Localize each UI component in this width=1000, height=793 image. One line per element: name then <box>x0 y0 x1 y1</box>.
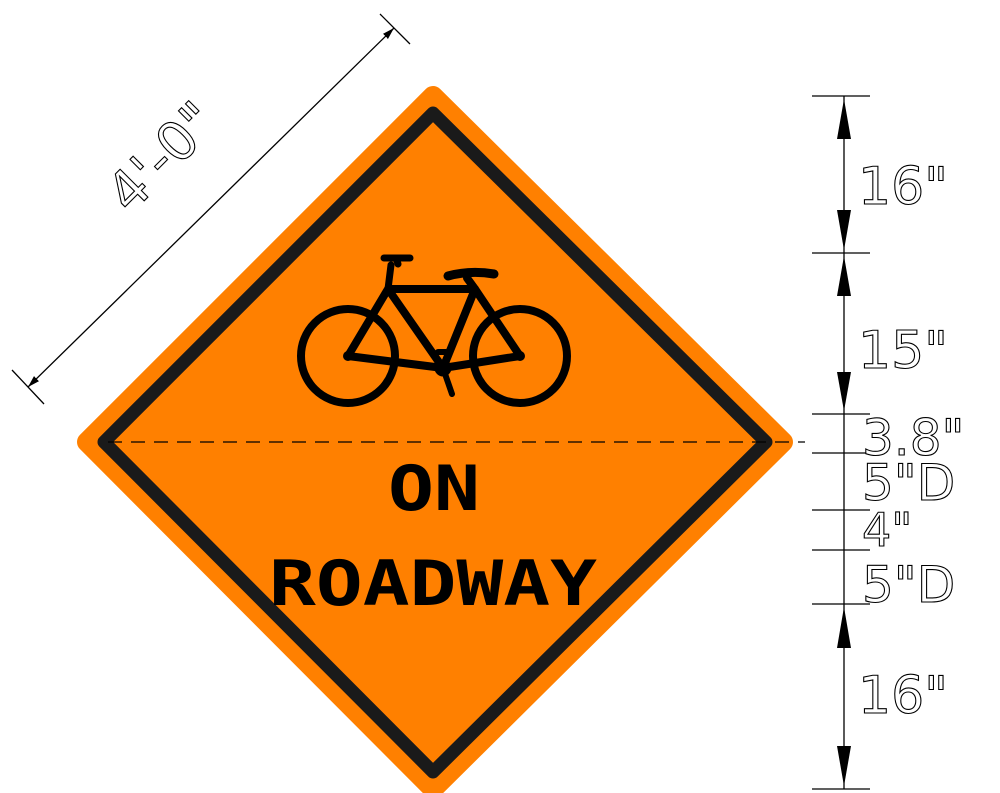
bicycle-pedal <box>435 349 455 397</box>
dim-label-3-8: 3.8" <box>862 409 965 467</box>
arrow-lower-up <box>837 607 851 648</box>
dim-label-16-top: 16" <box>858 157 948 217</box>
front-wheel <box>469 305 571 407</box>
legend-line-roadway: ROADWAY <box>269 547 598 620</box>
extension-line-top <box>379 13 411 45</box>
side-dimension-line <box>27 27 395 388</box>
legend-line-on: ON <box>388 452 480 525</box>
arrow-top-down <box>837 210 851 250</box>
dim-label-15: 15" <box>858 321 948 381</box>
bicycle-fork <box>463 274 479 293</box>
arrow-second-down <box>837 372 851 411</box>
rear-hub <box>343 351 353 361</box>
dim-label-16-bottom: 16" <box>858 666 948 726</box>
bicycle-seat <box>443 267 499 281</box>
arrow-top-up <box>837 99 851 139</box>
arrow-second-up <box>837 256 851 296</box>
dim-label-5d-first: 5"D <box>862 454 955 512</box>
side-length-label: 4'-0" <box>94 89 229 224</box>
front-hub <box>515 351 525 361</box>
dim-label-5d-second: 5"D <box>862 556 955 614</box>
bicycle-seat-post <box>384 261 395 293</box>
dim-label-4: 4" <box>862 503 912 557</box>
vertical-dimensions: 16" 15" 3.8" 5"D 4" 5"D 16" <box>812 95 965 790</box>
arrow-lower-down <box>837 746 851 786</box>
